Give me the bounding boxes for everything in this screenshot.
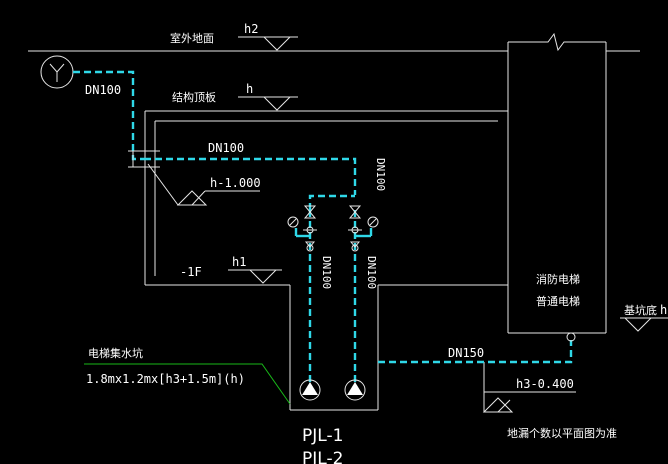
elevation-triangle-foundation — [623, 317, 653, 332]
pit-bottom-mark: h3-0.400 — [516, 377, 574, 391]
riser-pipe-label: DN100 — [374, 158, 387, 191]
elevator-label-1: 消防电梯 — [536, 272, 580, 286]
pump1-pipe-label: DN100 — [320, 256, 333, 289]
labels: 室外地面 h2 结构顶板 h h-1.000 -1F h1 h3-0.400 基… — [85, 22, 667, 464]
header-pipe — [144, 157, 357, 195]
outdoor-ground-mark: h2 — [244, 22, 258, 36]
elevator-label-2: 普通电梯 — [536, 294, 580, 308]
branch-pipe — [308, 194, 355, 210]
pump2-pipe-label: DN100 — [365, 256, 378, 289]
outlet-pipe-label: DN150 — [448, 346, 484, 360]
pump2-icon — [344, 379, 366, 401]
pump1-valve-icon — [287, 205, 317, 252]
structure-roof-label: 结构顶板 — [172, 90, 216, 104]
floor-drain-note: 地漏个数以平面图为准 — [507, 427, 617, 440]
elevation-leader-h1000 — [147, 163, 206, 206]
pump2-gauge-icon — [367, 216, 379, 228]
pump2-valve-icon — [348, 205, 379, 252]
break-mark — [508, 32, 606, 52]
elevation-triangle-h1 — [248, 269, 278, 284]
elevation-triangle-h2 — [262, 36, 292, 51]
inlet-pipe-label: DN100 — [85, 83, 121, 97]
pump-label-1: PJL-1 — [302, 426, 343, 446]
header-pipe-label: DN100 — [208, 141, 244, 155]
elevation-triangle-h1000 — [176, 190, 208, 206]
pump1-icon — [299, 379, 321, 401]
elevation-leader-h3 — [483, 362, 511, 413]
pipe-elevation-label: h-1.000 — [210, 176, 261, 190]
pump-label-2: PJL-2 — [302, 449, 343, 464]
floor-mark: h1 — [232, 255, 246, 269]
inlet-pipe — [73, 70, 144, 161]
pit-size: 1.8mx1.2mx[h3+1.5m](h) — [86, 372, 245, 386]
pump1-gauge-icon — [287, 216, 299, 228]
elevation-markers — [147, 36, 668, 413]
floor-name-label: -1F — [180, 265, 202, 279]
structure-roof-mark: h — [246, 82, 253, 96]
outdoor-ground-label: 室外地面 — [170, 31, 214, 45]
floor-drain-icon — [566, 332, 576, 342]
outlet-pipe — [378, 340, 573, 364]
foundation-mark: h — [660, 303, 667, 317]
foundation-bottom-label: 基坑底 — [624, 303, 657, 317]
pipework — [40, 55, 576, 401]
elevation-triangle-h — [262, 96, 292, 111]
structure-lines — [28, 32, 640, 411]
pit-leader-line — [84, 363, 291, 405]
pit-title: 电梯集水坑 — [88, 346, 143, 360]
elevation-triangle-h3 — [482, 397, 514, 413]
